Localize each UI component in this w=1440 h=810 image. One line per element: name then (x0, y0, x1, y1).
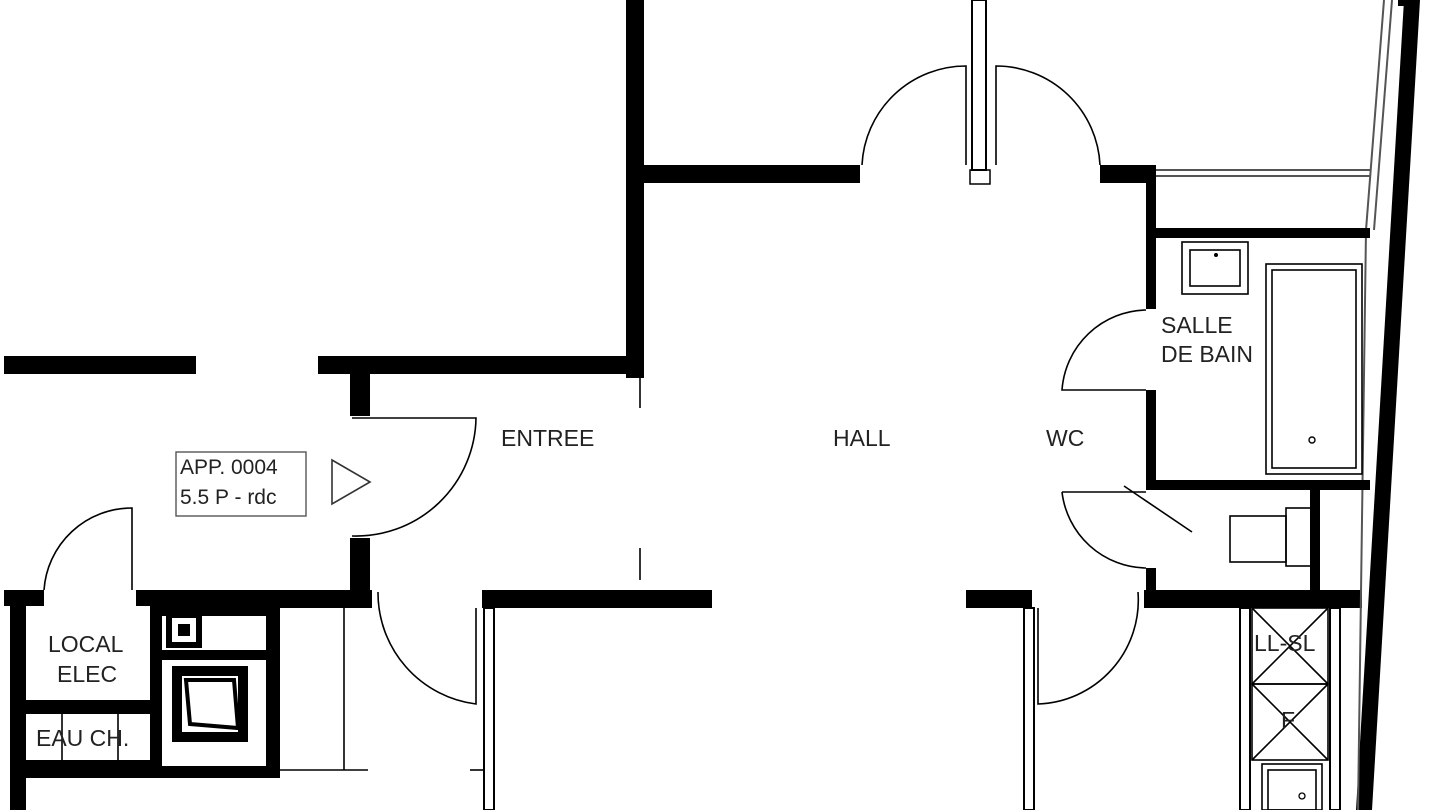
doors (43, 65, 1193, 705)
thin-walls (280, 0, 1370, 810)
room-label-local: LOCAL (48, 631, 124, 657)
sink-icon (1181, 241, 1249, 295)
room-label-salle: SALLE (1161, 312, 1233, 338)
bathtub-icon (1265, 263, 1363, 475)
room-label-de-bain: DE BAIN (1161, 341, 1253, 367)
room-label-hall: HALL (833, 425, 891, 451)
toilet-icon (1229, 507, 1313, 567)
entrance-arrow-icon (331, 458, 372, 506)
fixture-label-ll-sl: LL-SL (1254, 630, 1316, 656)
room-label-wc: WC (1046, 425, 1084, 451)
exterior-wall-right (1356, 0, 1420, 810)
room-label-entree: ENTREE (501, 425, 594, 451)
room-label-eau-ch: EAU CH. (36, 725, 129, 751)
apartment-number: APP. 0004 (180, 456, 278, 479)
fixtures (61, 241, 1363, 810)
apartment-tag: APP. 0004 5.5 P - rdc (175, 451, 372, 517)
room-label-elec: ELEC (57, 661, 117, 687)
apartment-size: 5.5 P - rdc (180, 486, 277, 509)
walls (4, 0, 1418, 810)
room-labels: ENTREE HALL WC SALLE DE BAIN LOCAL ELEC … (36, 312, 1316, 751)
fixture-label-f: F (1281, 707, 1295, 733)
